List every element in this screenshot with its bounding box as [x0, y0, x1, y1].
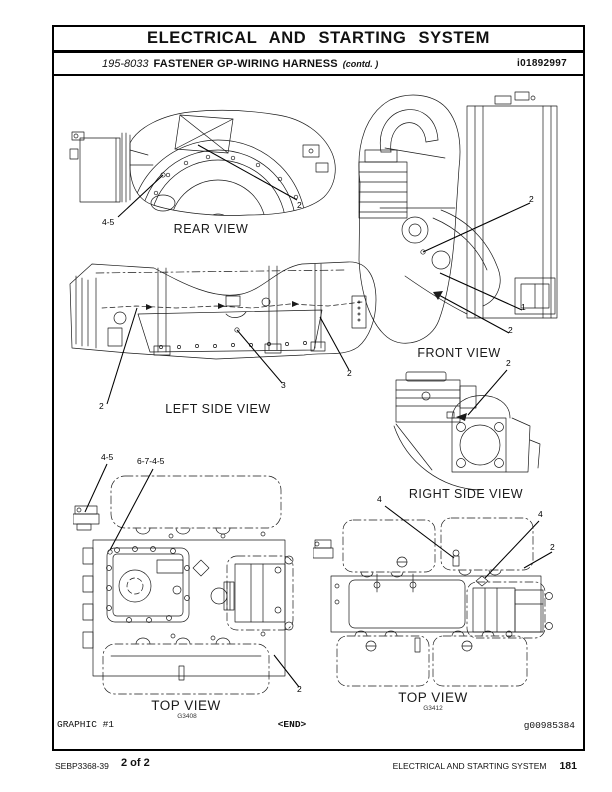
callout-g3408-6-7-4-5: 6-7-4-5 — [137, 456, 165, 466]
callout-left-2-right: 2 — [347, 368, 352, 378]
view-label-front: FRONT VIEW — [417, 346, 501, 360]
footer-doc-code: SEBP3368-39 — [55, 761, 109, 771]
callout-front-2-lower: 2 — [508, 325, 513, 335]
graphic-id: g00985384 — [523, 720, 575, 731]
footer-section-title: ELECTRICAL AND STARTING SYSTEM — [392, 761, 547, 771]
callout-g3412-4-left: 4 — [377, 494, 382, 504]
footer-page-number: 181 — [559, 760, 577, 772]
callout-front-2-upper: 2 — [529, 194, 534, 204]
section-number: 195-8033 — [102, 57, 149, 70]
right-side-view-drawing — [393, 369, 541, 491]
view-label-right-side: RIGHT SIDE VIEW — [408, 487, 524, 501]
left-side-view-drawing — [69, 261, 377, 405]
page-title: ELECTRICAL AND STARTING SYSTEM — [146, 29, 491, 47]
callout-g3408-4-5: 4-5 — [101, 452, 114, 462]
callout-g3412-2: 2 — [550, 542, 555, 552]
callout-g3412-4-right: 4 — [538, 509, 543, 519]
top-view-g3412-drawing — [313, 505, 553, 687]
callout-front-1: 1 — [521, 302, 526, 312]
page-border-frame: ELECTRICAL AND STARTING SYSTEM 195-8033 … — [52, 25, 585, 751]
page-header: ELECTRICAL AND STARTING SYSTEM — [54, 27, 583, 53]
callout-left-2-left: 2 — [99, 401, 104, 411]
view-label-top-g3412: TOP VIEW — [398, 690, 468, 705]
footer-page-indicator: 2 of 2 — [121, 757, 150, 769]
callout-right-2: 2 — [506, 358, 511, 368]
callout-left-3: 3 — [281, 380, 286, 390]
rear-view-drawing — [69, 109, 336, 218]
view-label-top-g3408: TOP VIEW — [151, 698, 221, 713]
section-heading: 195-8033 FASTENER GP-WIRING HARNESS (con… — [102, 58, 378, 70]
front-view-drawing — [358, 91, 558, 344]
graphic-label: GRAPHIC #1 — [57, 719, 115, 730]
view-label-left-side: LEFT SIDE VIEW — [165, 402, 271, 416]
end-marker: <END> — [277, 719, 307, 730]
callout-g3408-2: 2 — [297, 684, 302, 694]
section-continued-note: (contd. ) — [342, 58, 379, 69]
callout-rear-2: 2 — [297, 200, 302, 210]
section-header: 195-8033 FASTENER GP-WIRING HARNESS (con… — [54, 53, 583, 76]
view-sublabel-g3408: G3408 — [177, 713, 197, 720]
top-view-g3408-drawing — [73, 463, 300, 695]
document-id: i01892997 — [517, 58, 567, 69]
view-sublabel-g3412: G3412 — [423, 705, 443, 712]
section-title: FASTENER GP-WIRING HARNESS — [153, 57, 338, 70]
callout-rear-4-5: 4-5 — [102, 217, 115, 227]
view-label-rear: REAR VIEW — [173, 222, 249, 236]
footer-right: ELECTRICAL AND STARTING SYSTEM 181 — [393, 760, 577, 772]
